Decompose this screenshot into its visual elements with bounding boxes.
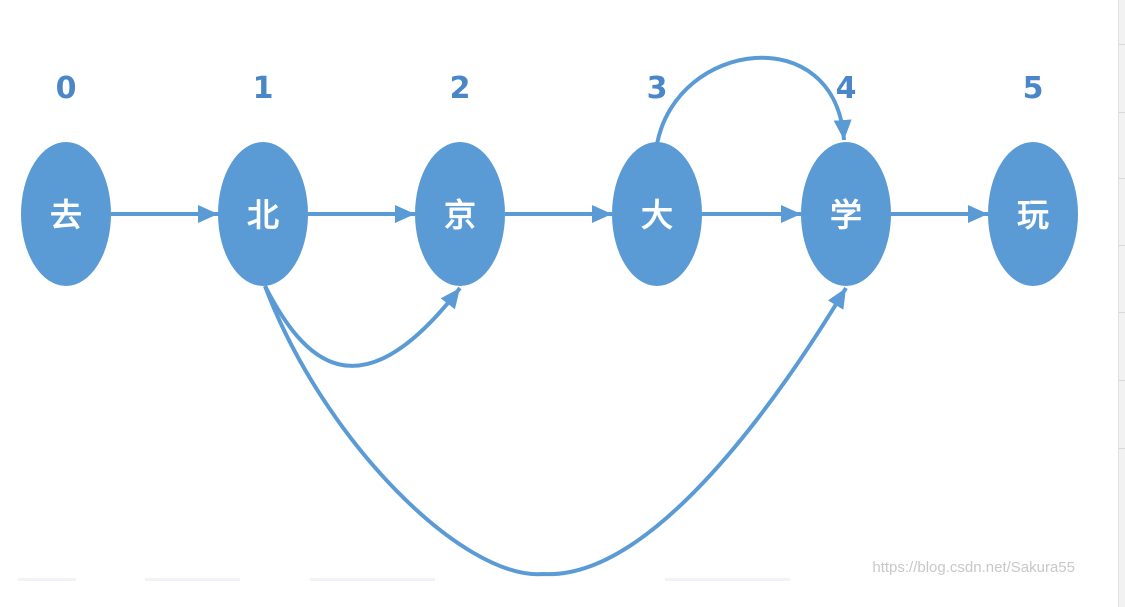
node-4-index-label: 4 xyxy=(836,71,857,106)
right-edge-rule xyxy=(1118,0,1125,607)
baseline-strip xyxy=(18,578,76,581)
baseline-strip xyxy=(310,578,435,581)
rule-tick xyxy=(1119,112,1125,113)
baseline-strip xyxy=(145,578,240,581)
node-3-index-label: 3 xyxy=(647,71,668,106)
edge-1-to-2-arc-under xyxy=(263,285,462,368)
edge-3-to-4-arc-over xyxy=(655,55,852,145)
watermark-text: https://blog.csdn.net/Sakura55 xyxy=(872,559,1075,576)
node-4-circle xyxy=(801,142,891,286)
rule-tick xyxy=(1119,178,1125,179)
node-1-circle xyxy=(218,142,308,286)
node-0-circle xyxy=(21,142,111,286)
node-5: 5玩 xyxy=(988,71,1078,286)
node-5-index-label: 5 xyxy=(1023,71,1044,106)
baseline-strip xyxy=(665,578,790,581)
node-4-char-label: 学 xyxy=(830,196,862,234)
node-0: 0去 xyxy=(21,71,111,286)
node-0-char-label: 去 xyxy=(50,196,82,234)
node-3-circle xyxy=(612,142,702,286)
rule-tick xyxy=(1119,245,1125,246)
node-1: 1北 xyxy=(218,71,308,286)
node-4: 4学 xyxy=(801,71,891,286)
node-3: 3大 xyxy=(612,71,702,286)
rule-tick xyxy=(1119,44,1125,45)
node-3-char-label: 大 xyxy=(641,196,673,234)
node-5-char-label: 玩 xyxy=(1017,196,1049,234)
node-1-char-label: 北 xyxy=(247,196,279,234)
node-2-circle xyxy=(415,142,505,286)
node-2-index-label: 2 xyxy=(450,71,471,106)
edges-group xyxy=(111,55,988,577)
node-5-circle xyxy=(988,142,1078,286)
rule-tick xyxy=(1119,380,1125,381)
edge-1-to-4-arc-under-long xyxy=(263,285,848,577)
node-1-index-label: 1 xyxy=(253,71,274,106)
node-2: 2京 xyxy=(415,71,505,286)
node-0-index-label: 0 xyxy=(56,71,77,106)
rule-tick xyxy=(1119,448,1125,449)
node-2-char-label: 京 xyxy=(444,196,476,234)
rule-tick xyxy=(1119,312,1125,313)
